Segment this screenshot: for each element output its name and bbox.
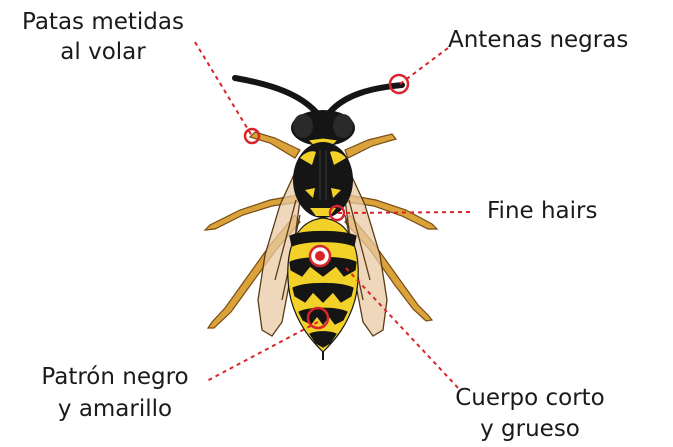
callouts [194, 41, 471, 391]
label-hairs: Fine hairs [487, 198, 598, 224]
marker-legs [243, 127, 261, 145]
callout-line-legs [194, 41, 253, 137]
marker-antennae [388, 73, 410, 95]
label-pattern-line2: y amarillo [57, 396, 173, 422]
label-legs-line1: Patas metidas [22, 9, 184, 35]
marker-pattern [306, 306, 330, 330]
wings [257, 166, 388, 337]
label-legs-line2: al volar [60, 39, 146, 65]
label-body-line1: Cuerpo corto [455, 385, 605, 411]
callout-line-pattern [204, 321, 319, 383]
wing-right [342, 166, 388, 337]
head [291, 110, 355, 149]
label-pattern-line1: Patrón negro [41, 364, 189, 390]
antenna-left [232, 75, 319, 115]
callout-line-body [345, 267, 461, 391]
wing-left [257, 166, 303, 337]
thorax [293, 142, 353, 218]
antenna-right [327, 82, 405, 115]
callout-line-antennae [399, 47, 449, 85]
callout-line-hairs [337, 211, 471, 214]
leg-front-left [248, 131, 301, 159]
callout-markers [243, 73, 410, 330]
label-antennae: Antenas negras [448, 27, 629, 53]
antennae [232, 75, 405, 115]
label-body-line2: y grueso [480, 416, 580, 442]
leg-front-right [344, 133, 398, 159]
marker-hairs [328, 204, 346, 222]
abdomen [287, 217, 359, 360]
